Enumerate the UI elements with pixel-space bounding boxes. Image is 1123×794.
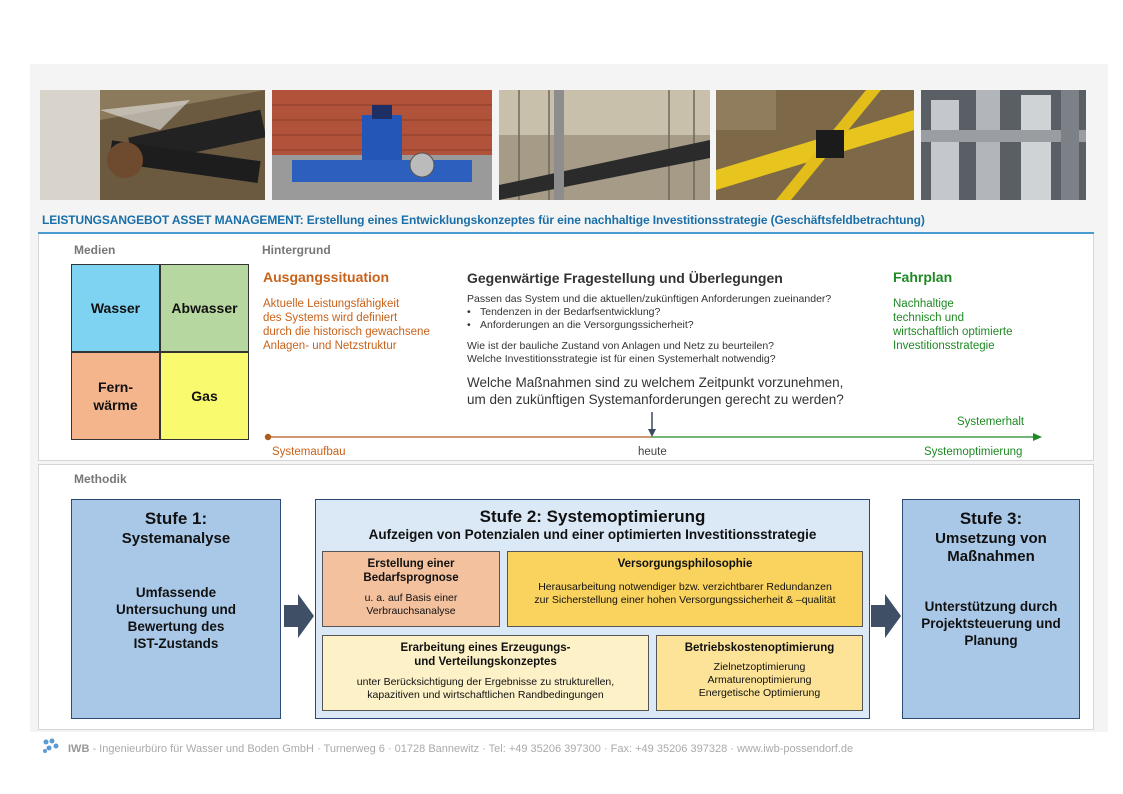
situation-text: Aktuelle Leistungsfähigkeit des Systems … bbox=[263, 298, 430, 352]
roadmap-title: Fahrplan bbox=[893, 269, 953, 285]
media-tile-gas: Gas bbox=[160, 352, 249, 440]
stage-1-subtitle: Systemanalyse bbox=[121, 530, 231, 547]
background-heading: Hintergrund bbox=[262, 243, 331, 257]
timeline-end-bottom-label: Systemoptimierung bbox=[924, 446, 1023, 458]
stage-1-body: Umfassende Untersuchung und Bewertung de… bbox=[116, 585, 236, 651]
stage-1-box: Stufe 1: Systemanalyse Umfassende Unters… bbox=[71, 499, 281, 719]
timeline bbox=[264, 412, 1042, 441]
media-tile-abwasser: Abwasser bbox=[160, 264, 249, 352]
media-tile-wasser: Wasser bbox=[71, 264, 160, 352]
photo-pipe-trench bbox=[499, 90, 710, 200]
demand-forecast-title: Erstellung einer Bedarfsprognose bbox=[363, 558, 459, 584]
stage-1-title: Stufe 1: bbox=[144, 509, 208, 528]
bullet-list: •Tendenzen in der Bedarfsentwicklung? •A… bbox=[467, 306, 694, 331]
arrow-stage1-to-2 bbox=[284, 594, 314, 638]
question-2: Wie ist der bauliche Zustand von Anlagen… bbox=[467, 340, 775, 352]
timeline-arrow-head bbox=[1033, 433, 1042, 441]
today-marker-arrow bbox=[648, 429, 656, 437]
timeline-now-label: heute bbox=[638, 446, 667, 458]
timeline-start-label: Systemaufbau bbox=[272, 446, 346, 458]
stage-3-title: Stufe 3: bbox=[959, 509, 1023, 528]
bullet-item: •Tendenzen in der Bedarfsentwicklung? bbox=[467, 306, 661, 318]
arrow-stage2-to-3 bbox=[871, 594, 901, 638]
media-heading: Medien bbox=[74, 243, 116, 257]
method-heading: Methodik bbox=[74, 472, 127, 486]
timeline-end-top-label: Systemerhalt bbox=[957, 416, 1025, 428]
title-divider bbox=[38, 232, 1094, 234]
supply-philosophy-box: Versorgungsphilosophie Herausarbeitung n… bbox=[507, 551, 863, 627]
iwb-logo-icon bbox=[43, 738, 59, 753]
supply-philosophy-text: Herausarbeitung notwendiger bzw. verzich… bbox=[534, 581, 836, 606]
footer-text: - Ingenieurbüro für Wasser und Boden Gmb… bbox=[89, 743, 854, 755]
page-title: LEISTUNGSANGEBOT ASSET MANAGEMENT: Erste… bbox=[42, 213, 925, 227]
operating-cost-box: Betriebskostenoptimierung Zielnetzoptimi… bbox=[656, 635, 863, 711]
photo-gas-pipes bbox=[716, 90, 914, 200]
media-tile-fernwaerme: Fern- wärme bbox=[71, 352, 160, 440]
stage-3-body: Unterstützung durch Projektsteuerung und… bbox=[921, 599, 1061, 648]
question-3: Welche Investitionsstrategie ist für ein… bbox=[467, 353, 776, 365]
roadmap-text: Nachhaltige technisch und wirtschaftlich… bbox=[893, 298, 1013, 352]
generation-concept-title: Erarbeitung eines Erzeugungs- und Vertei… bbox=[400, 642, 571, 668]
supply-philosophy-title: Versorgungsphilosophie bbox=[617, 558, 753, 570]
operating-cost-text: Zielnetzoptimierung Armaturenoptimierung… bbox=[698, 661, 821, 699]
generation-concept-box: Erarbeitung eines Erzeugungs- und Vertei… bbox=[322, 635, 649, 711]
main-question: Welche Maßnahmen sind zu welchem Zeitpun… bbox=[467, 375, 844, 407]
stage-3-subtitle: Umsetzung von Maßnahmen bbox=[935, 530, 1047, 565]
stage-3-box: Stufe 3: Umsetzung von Maßnahmen Unterst… bbox=[902, 499, 1080, 719]
demand-forecast-box: Erstellung einer Bedarfsprognose u. a. a… bbox=[322, 551, 500, 627]
footer-company: IWB bbox=[68, 743, 90, 755]
stage-2-title: Stufe 2: Systemoptimierung bbox=[479, 507, 706, 526]
situation-title: Ausgangssituation bbox=[263, 269, 390, 285]
footer: IWB - Ingenieurbüro für Wasser und Boden… bbox=[68, 743, 853, 755]
stage-2-subtitle: Aufzeigen von Potenzialen und einer opti… bbox=[368, 527, 817, 542]
question-1: Passen das System und die aktuellen/zukü… bbox=[467, 293, 832, 305]
photo-heating-station bbox=[921, 90, 1086, 200]
photo-pipe-excavation bbox=[40, 90, 265, 200]
generation-concept-text: unter Berücksichtigung der Ergebnisse zu… bbox=[356, 676, 615, 701]
bullet-item: •Anforderungen an die Versorgungssicherh… bbox=[467, 318, 694, 331]
operating-cost-title: Betriebskostenoptimierung bbox=[684, 642, 835, 654]
demand-forecast-text: u. a. auf Basis einer Verbrauchsanalyse bbox=[364, 592, 458, 617]
question-title: Gegenwärtige Fragestellung und Überlegun… bbox=[467, 270, 783, 286]
photo-valves-brick-wall bbox=[272, 90, 492, 200]
